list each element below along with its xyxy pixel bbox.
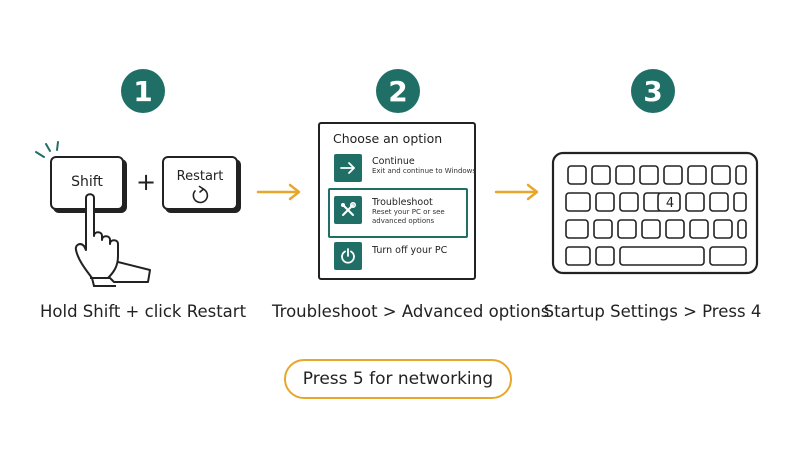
arrow-right-icon (494, 183, 539, 201)
key-4 (657, 192, 681, 212)
option-label: Turn off your PC (372, 245, 448, 256)
step-1-caption: Hold Shift + click Restart (40, 302, 247, 321)
keyboard-keys (565, 165, 747, 266)
keyboard-key (687, 165, 707, 185)
plus-sign: + (136, 168, 157, 196)
pointing-hand-icon (74, 193, 151, 287)
keyboard-key (639, 165, 659, 185)
option-desc: advanced options (372, 217, 435, 225)
keyboard-key (713, 219, 733, 239)
continue-tile (334, 154, 362, 182)
keyboard-key (711, 165, 731, 185)
keyboard-key (595, 192, 615, 212)
keyboard-key (709, 246, 747, 266)
power-icon (341, 248, 355, 264)
option-desc: Exit and continue to Windows (372, 167, 477, 175)
keyboard-illustration: 4 (551, 151, 759, 275)
spacebar (619, 246, 705, 266)
keyboard-key (593, 219, 613, 239)
option-desc: Reset your PC or see (372, 208, 445, 216)
troubleshoot-tile (334, 196, 362, 224)
restart-key-label: Restart (176, 168, 224, 184)
keyboard-key (735, 165, 747, 185)
arrow-right-icon (340, 162, 355, 174)
keyboard-key (565, 192, 591, 212)
restart-key[interactable]: Restart (162, 156, 238, 210)
menu-title: Choose an option (333, 131, 443, 146)
keyboard-key (591, 165, 611, 185)
keyboard-key (619, 192, 639, 212)
keyboard-key (595, 246, 615, 266)
option-troubleshoot-highlight (328, 188, 468, 238)
step-1-badge: 1 (121, 69, 165, 113)
restart-icon (192, 185, 209, 203)
tools-icon (341, 201, 357, 216)
networking-tip-text: Press 5 for networking (302, 369, 494, 389)
keyboard-key (615, 165, 635, 185)
key-4-label: 4 (666, 196, 674, 211)
keyboard-key (665, 219, 685, 239)
keyboard-key (689, 219, 709, 239)
turn-off-tile (334, 242, 362, 270)
step-3-badge: 3 (631, 69, 675, 113)
step-2-caption: Troubleshoot > Advanced options (272, 302, 550, 321)
keyboard-key (737, 219, 747, 239)
keyboard-key (663, 165, 683, 185)
option-label: Troubleshoot (372, 197, 433, 208)
keyboard-key (733, 192, 747, 212)
option-continue[interactable]: Continue Exit and continue to Windows (334, 154, 476, 182)
keyboard-key (709, 192, 729, 212)
keyboard-key (641, 219, 661, 239)
keyboard-key (685, 192, 705, 212)
keyboard-key (567, 165, 587, 185)
choose-option-panel: Choose an option Continue Exit and conti… (318, 122, 476, 280)
step-2-badge: 2 (376, 69, 420, 113)
keyboard-key (617, 219, 637, 239)
arrow-right-icon (256, 183, 301, 201)
shift-key-label: Shift (71, 174, 103, 190)
step-3-caption: Startup Settings > Press 4 (543, 302, 762, 321)
networking-tip: Press 5 for networking (284, 359, 512, 399)
keyboard-key (565, 219, 589, 239)
option-turn-off[interactable]: Turn off your PC (334, 242, 447, 270)
keyboard-key (565, 246, 591, 266)
option-troubleshoot[interactable]: Troubleshoot Reset your PC or see advanc… (334, 196, 445, 226)
option-label: Continue (372, 156, 415, 167)
